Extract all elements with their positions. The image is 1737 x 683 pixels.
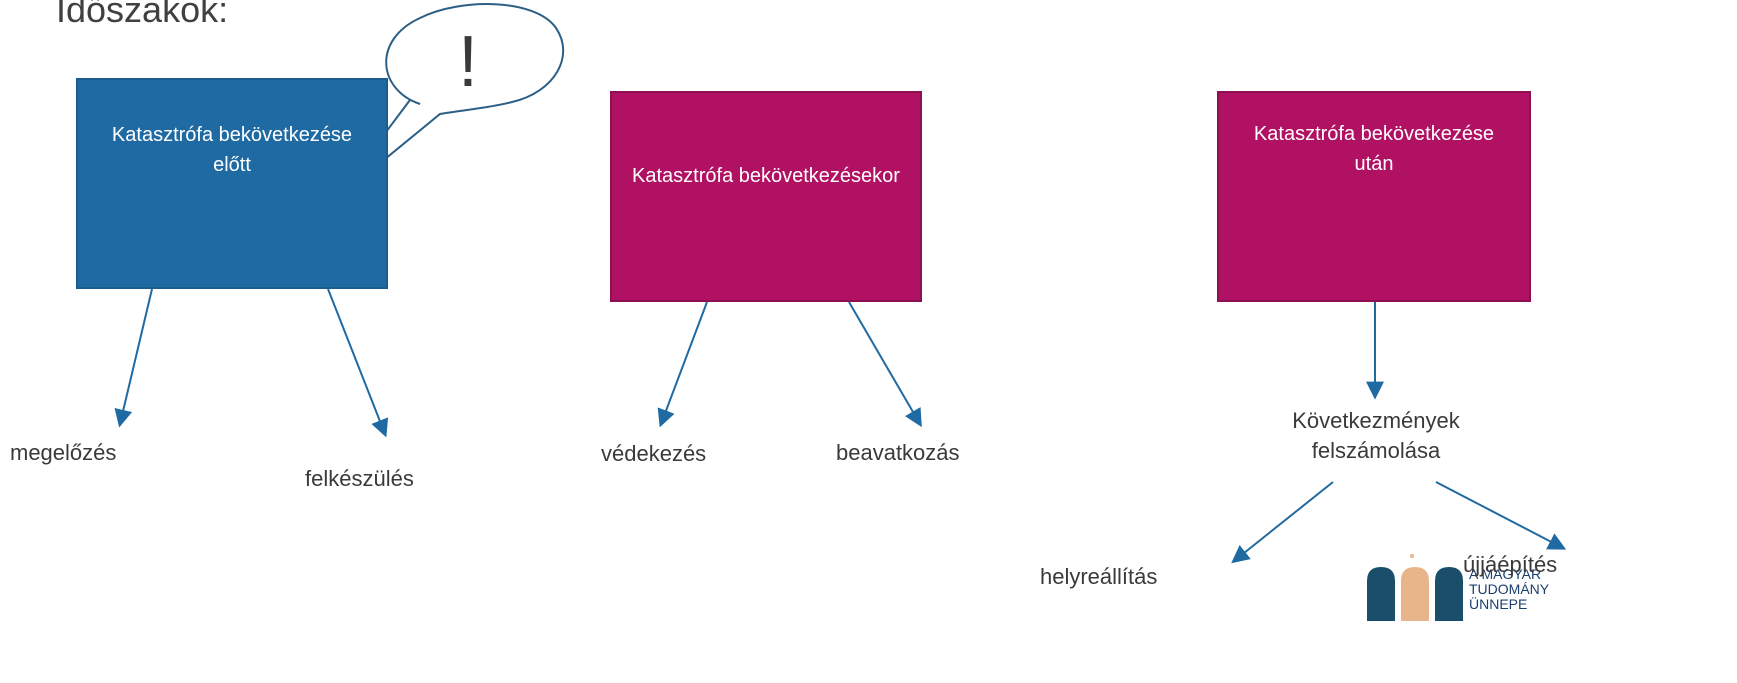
arrow-to-helyreallitas (1231, 481, 1334, 564)
outcome-ujjaepites: újjáépítés (1463, 552, 1558, 577)
arrow-to-beavatkozas (848, 301, 922, 428)
outcome-vedekezes: védekezés (601, 441, 707, 466)
outcome-kovetkezmenyek: Következmények felszámolása (1292, 408, 1460, 463)
arrow-to-ujjaepites (1435, 481, 1567, 550)
period-label-during: Katasztrófa bekövetkezésekor (632, 165, 900, 187)
logo-text-line2: TUDOMÁNY (1469, 581, 1550, 597)
logo-text-line1: A MAGYAR (1469, 566, 1542, 582)
arrow-to-felkeszules (327, 288, 389, 438)
outcome-beavatkozas: beavatkozás (836, 440, 960, 465)
outcome-helyreallitas: helyreállítás (1040, 564, 1158, 589)
logo-text-line3: ÜNNEPE (1469, 596, 1528, 612)
period-label-after: Katasztrófa bekövetkezése után (1253, 123, 1495, 175)
speech-bubble (334, 3, 565, 201)
logo-text: A MAGYAR TUDOMÁNY ÜNNEPE (1469, 567, 1549, 612)
arrow-to-vedekezes (657, 301, 708, 428)
period-box-during: Katasztrófa bekövetkezésekor (610, 91, 922, 302)
period-box-before: Katasztrófa bekövetkezése előtt (76, 78, 388, 289)
logo-icon (1367, 554, 1463, 621)
period-box-after: Katasztrófa bekövetkezése után (1217, 91, 1531, 302)
exclamation-mark: ! (457, 22, 478, 102)
outcome-megelozes: megelőzés (10, 440, 117, 465)
outcome-felkeszules: felkészülés (305, 466, 414, 491)
arrow-to-megelozes (114, 288, 153, 428)
period-label-before: Katasztrófa bekövetkezése előtt (111, 124, 353, 176)
page-title: Időszakok: (56, 0, 229, 30)
